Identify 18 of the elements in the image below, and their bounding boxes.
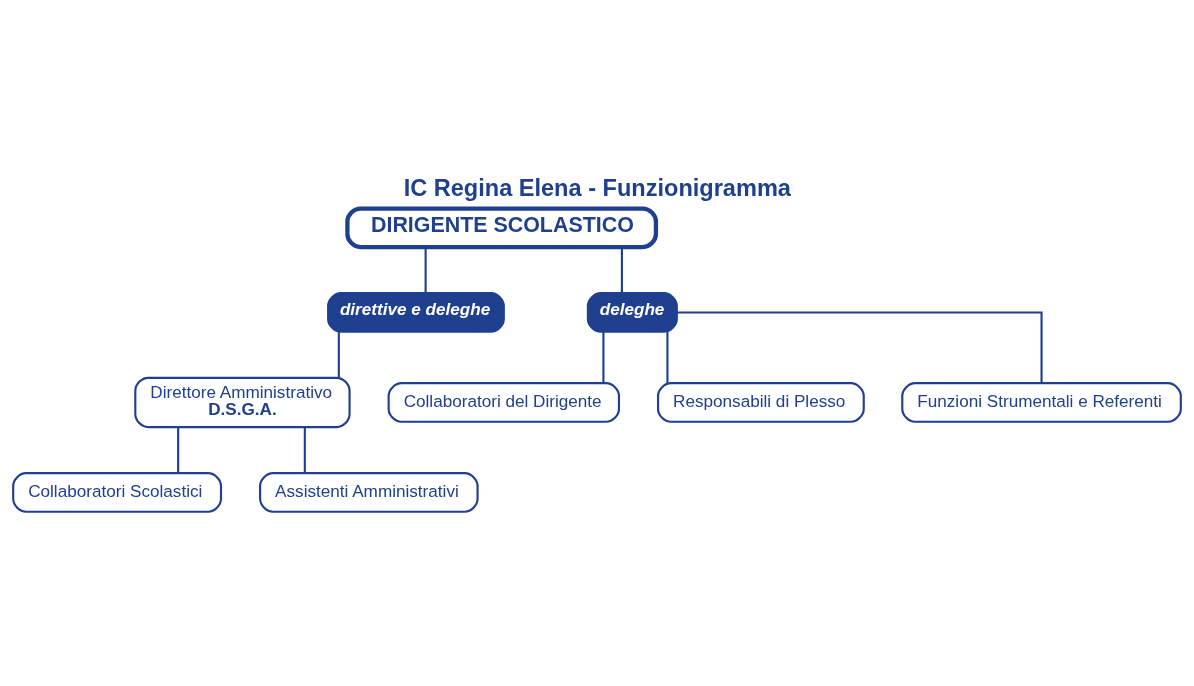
connector xyxy=(337,332,340,378)
connector xyxy=(177,427,180,473)
node-box: deleghe xyxy=(586,292,678,333)
connector xyxy=(424,247,427,293)
diagram-title: IC Regina Elena - Funzionigramma xyxy=(403,175,791,202)
node-box: Responsabili di Plesso xyxy=(657,382,865,423)
node-box: Collaboratori Scolastici xyxy=(12,472,223,513)
node-box: Assistenti Amministrativi xyxy=(259,472,479,513)
node-box: Collaboratori del Dirigente xyxy=(387,382,621,423)
connector xyxy=(602,332,605,383)
node-box: Funzioni Strumentali e Referenti xyxy=(901,382,1182,423)
node-box: DIRIGENTE SCOLASTICO xyxy=(345,206,659,250)
connector xyxy=(620,247,623,293)
connector xyxy=(676,311,1043,383)
node-box: Direttore Amministrativo D.S.G.A. xyxy=(134,376,351,429)
connector xyxy=(666,332,669,383)
connector xyxy=(303,427,306,473)
node-box: direttive e deleghe xyxy=(327,292,505,333)
